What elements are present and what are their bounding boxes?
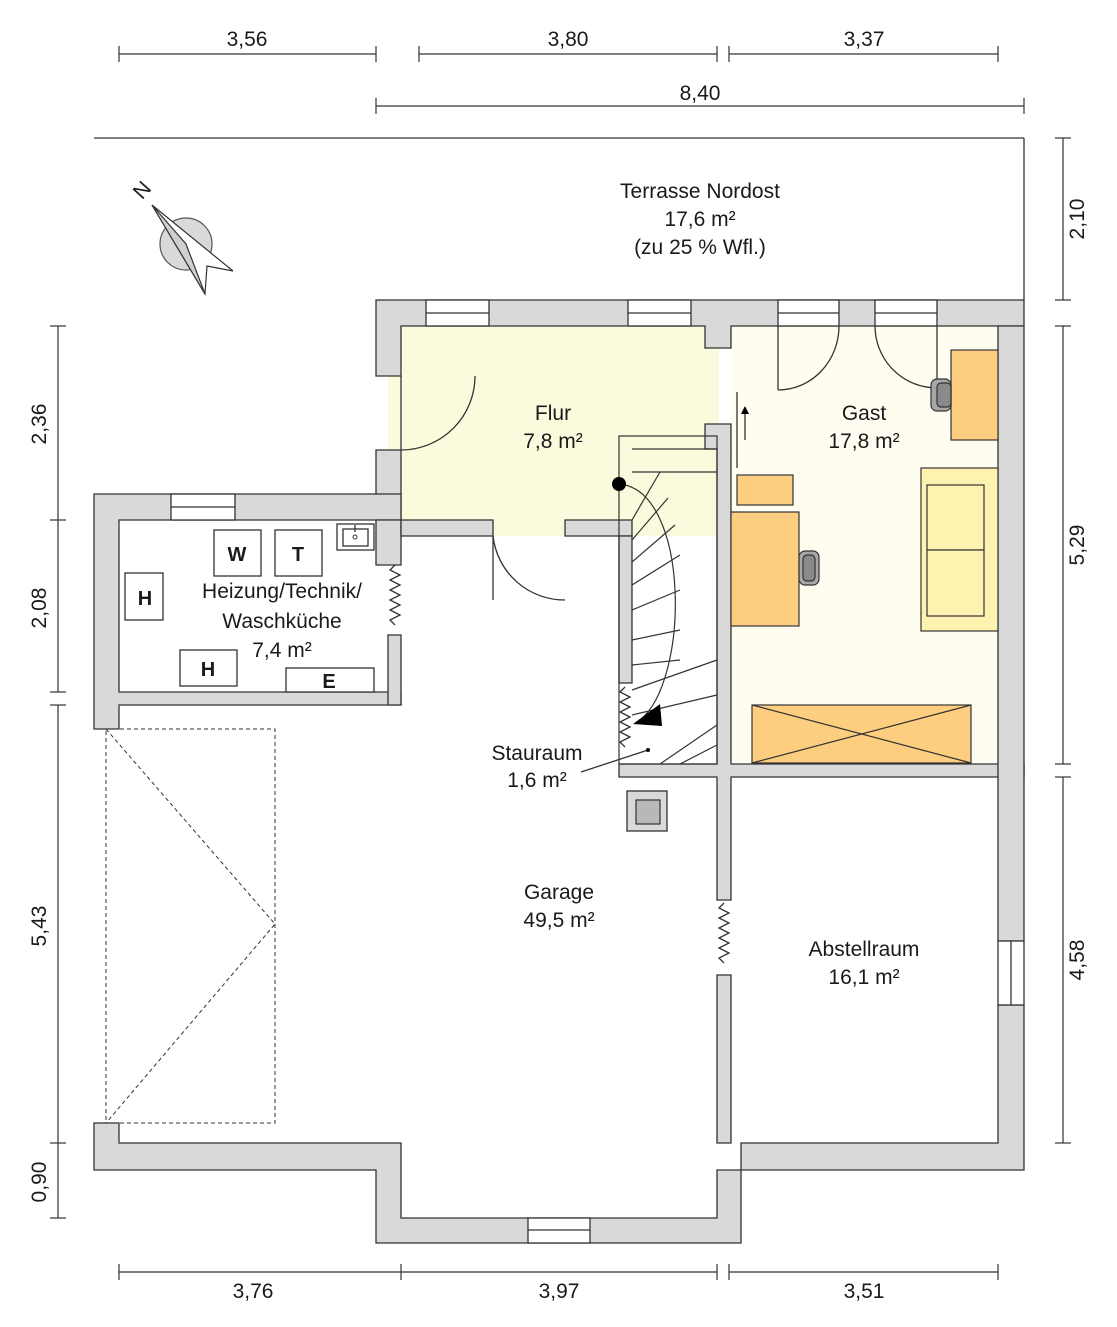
stair-start-dot — [612, 477, 626, 491]
flur-name: Flur — [535, 402, 571, 425]
electric-label: E — [322, 671, 335, 693]
appliances — [124, 523, 375, 693]
dim-left-1: 2,36 — [28, 404, 51, 445]
heizung-name-1: Heizung/Technik/ — [202, 580, 362, 603]
flur-area: 7,8 m² — [523, 430, 583, 453]
gast-furniture — [730, 349, 999, 764]
north-arrow-icon — [151, 204, 234, 296]
garage-area: 49,5 m² — [523, 909, 594, 932]
terrasse-area: 17,6 m² — [664, 208, 735, 231]
terrasse-note: (zu 25 % Wfl.) — [634, 236, 766, 259]
dim-right-2: 5,29 — [1066, 525, 1089, 566]
doors — [388, 325, 938, 964]
compass-label: N — [129, 177, 156, 204]
dim-right-1: 2,10 — [1066, 199, 1089, 240]
dim-left-4: 0,90 — [28, 1162, 51, 1203]
stauraum-name: Stauraum — [491, 742, 582, 765]
heizung-name-2: Waschküche — [222, 610, 341, 633]
windows — [170, 299, 1025, 1244]
stair-arrow-icon — [633, 704, 662, 726]
dim-top-total: 8,40 — [680, 82, 721, 105]
dim-bottom-3: 3,51 — [844, 1280, 885, 1303]
abstellraum-name: Abstellraum — [809, 938, 920, 961]
dim-left-3: 5,43 — [28, 906, 51, 947]
washer-label: W — [228, 544, 247, 566]
dim-top-2: 3,80 — [548, 28, 589, 51]
dim-left-2: 2,08 — [28, 588, 51, 629]
dryer-label: T — [292, 544, 304, 566]
stauraum-area: 1,6 m² — [507, 769, 567, 792]
terrasse-outline — [94, 137, 1025, 300]
dim-bottom-1: 3,76 — [233, 1280, 274, 1303]
gast-name: Gast — [842, 402, 887, 425]
garage-name: Garage — [524, 881, 594, 904]
dim-right-3: 4,58 — [1066, 940, 1089, 981]
garage-door — [105, 728, 276, 1124]
room-labels: Terrasse Nordost 17,6 m² (zu 25 % Wfl.) … — [202, 180, 919, 989]
heater-label-1: H — [138, 588, 152, 610]
dim-top-3: 3,37 — [844, 28, 885, 51]
terrasse-name: Terrasse Nordost — [620, 180, 780, 203]
flur-floor — [388, 326, 719, 536]
heater-label-2: H — [201, 659, 215, 681]
walls — [93, 299, 1025, 1244]
dim-bottom-2: 3,97 — [539, 1280, 580, 1303]
dimension-lines — [50, 46, 1071, 1280]
heizung-area: 7,4 m² — [252, 639, 312, 662]
abstellraum-area: 16,1 m² — [828, 966, 899, 989]
staircase — [618, 435, 718, 765]
gast-area: 17,8 m² — [828, 430, 899, 453]
dim-top-1: 3,56 — [227, 28, 268, 51]
dimension-labels: 3,56 3,80 3,37 8,40 3,76 3,97 3,51 2,36 … — [28, 28, 1089, 1303]
